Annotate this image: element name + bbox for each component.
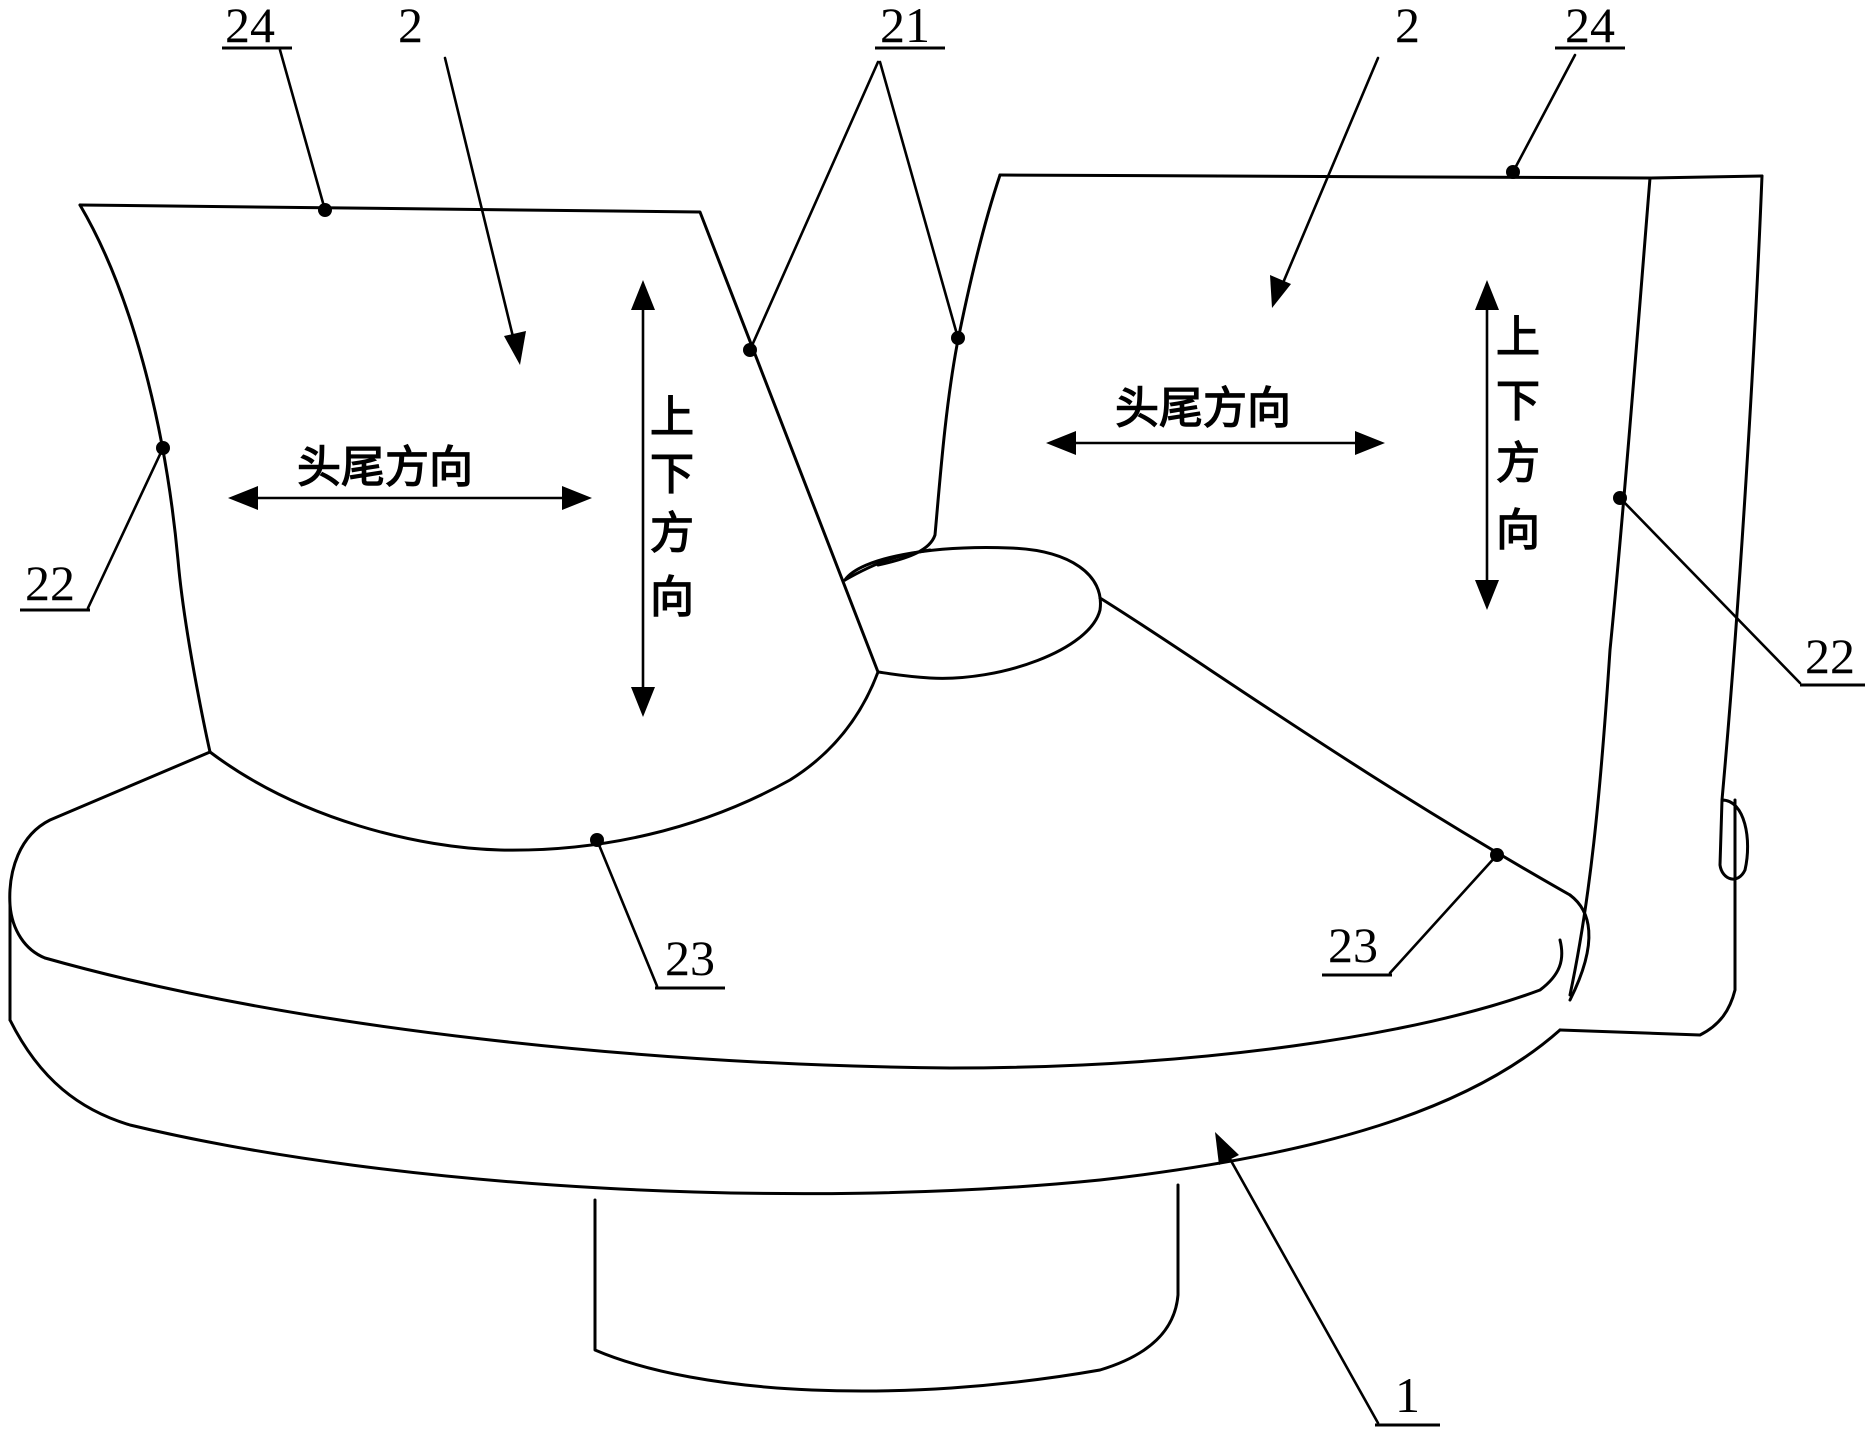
up-down-arrow-right — [1475, 280, 1499, 610]
up-down-right-char-2: 下 — [1496, 376, 1540, 427]
callout-21: 21 — [743, 0, 965, 357]
numeral-21: 21 — [880, 0, 930, 53]
up-down-right-char-4: 向 — [1496, 505, 1540, 556]
up-down-right-char-1: 上 — [1496, 312, 1540, 363]
callout-2-right: 2 — [1270, 0, 1420, 308]
center-recess — [843, 546, 1572, 897]
numeral-24-right: 24 — [1565, 0, 1615, 53]
numeral-1: 1 — [1395, 1367, 1420, 1423]
callout-24-left: 24 — [222, 0, 332, 217]
head-tail-label-left: 头尾方向 — [297, 442, 473, 493]
head-tail-arrow-left — [228, 486, 592, 510]
head-tail-arrow-right — [1046, 431, 1385, 455]
numeral-23-left: 23 — [665, 930, 715, 986]
numeral-22-left: 22 — [25, 555, 75, 611]
head-tail-label-right: 头尾方向 — [1115, 383, 1291, 434]
numeral-24-left: 24 — [225, 0, 275, 53]
left-block — [78, 203, 880, 852]
callout-1: 1 — [1215, 1132, 1440, 1427]
up-down-left-char-1: 上 — [650, 392, 694, 443]
up-down-arrow-left — [631, 280, 655, 717]
up-down-left-char-2: 下 — [650, 449, 694, 500]
numeral-2-right: 2 — [1395, 0, 1420, 53]
callout-2-left: 2 — [398, 0, 526, 365]
right-block — [876, 173, 1764, 1002]
base-plate — [8, 750, 1750, 1393]
up-down-label-right: 上 下 方 向 — [1496, 312, 1540, 556]
up-down-left-char-3: 方 — [650, 508, 694, 559]
callout-22-right: 22 — [1613, 491, 1865, 687]
up-down-left-char-4: 向 — [650, 572, 694, 623]
numeral-23-right: 23 — [1328, 917, 1378, 973]
callout-24-right: 24 — [1506, 0, 1625, 179]
up-down-label-left: 上 下 方 向 — [650, 392, 694, 623]
numeral-22-right: 22 — [1805, 628, 1855, 684]
callout-23-left: 23 — [590, 833, 725, 990]
callout-22-left: 22 — [20, 441, 170, 612]
up-down-right-char-3: 方 — [1496, 438, 1540, 489]
numeral-2-left: 2 — [398, 0, 423, 53]
callout-23-right: 23 — [1322, 848, 1504, 977]
